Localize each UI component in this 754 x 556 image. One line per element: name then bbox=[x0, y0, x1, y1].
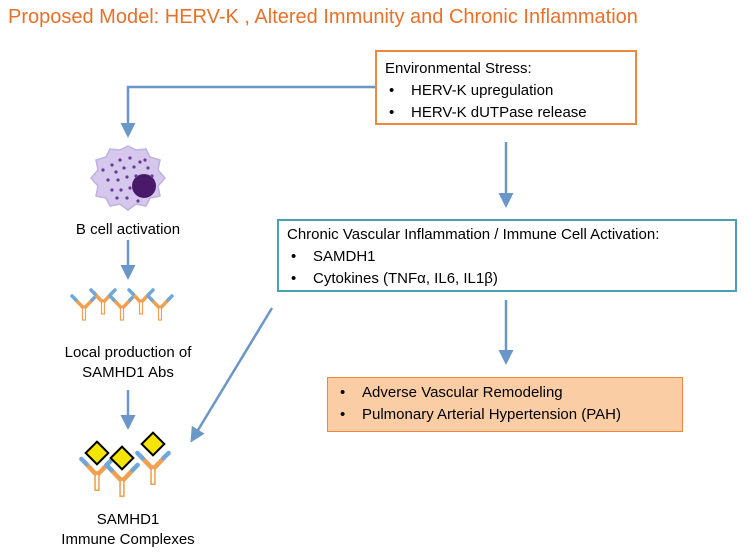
environmental-stress-heading: Environmental Stress: bbox=[385, 60, 532, 77]
antibody-production-label: Local production of SAMHD1 Abs bbox=[40, 343, 216, 383]
list-item: Cytokines (TNFα, IL6, IL1β) bbox=[287, 268, 727, 290]
complex-label-line: SAMHD1 bbox=[96, 511, 160, 528]
antibody-label-line: Local production of bbox=[64, 344, 192, 361]
list-item: HERV-K upregulation bbox=[385, 80, 627, 102]
b-cell-activation-label: B cell activation bbox=[75, 221, 181, 238]
list-item: Adverse Vascular Remodeling bbox=[336, 382, 674, 404]
arrow-env-to-bcell bbox=[120, 85, 375, 138]
diagram-title: Proposed Model: HERV-K , Altered Immunit… bbox=[8, 6, 638, 28]
immune-complex-icon bbox=[81, 431, 168, 497]
chronic-inflammation-heading: Chronic Vascular Inflammation / Immune C… bbox=[287, 226, 660, 243]
antibody-label-line: SAMHD1 Abs bbox=[82, 364, 174, 381]
b-cell-icon bbox=[90, 145, 166, 211]
list-item: HERV-K dUTPase release bbox=[385, 102, 627, 124]
arrow-chronic-to-complex bbox=[190, 307, 274, 443]
list-item: Pulmonary Arterial Hypertension (PAH) bbox=[336, 404, 674, 426]
complex-label-line: Immune Complexes bbox=[61, 531, 195, 548]
antibodies-icon bbox=[70, 288, 174, 322]
environmental-stress-box: Environmental Stress: HERV-K upregulatio… bbox=[375, 50, 637, 125]
pah-outcome-box: Adverse Vascular Remodeling Pulmonary Ar… bbox=[327, 377, 683, 432]
chronic-inflammation-box: Chronic Vascular Inflammation / Immune C… bbox=[277, 219, 737, 292]
list-item: SAMDH1 bbox=[287, 246, 727, 268]
immune-complex-label: SAMHD1 Immune Complexes bbox=[40, 510, 216, 550]
